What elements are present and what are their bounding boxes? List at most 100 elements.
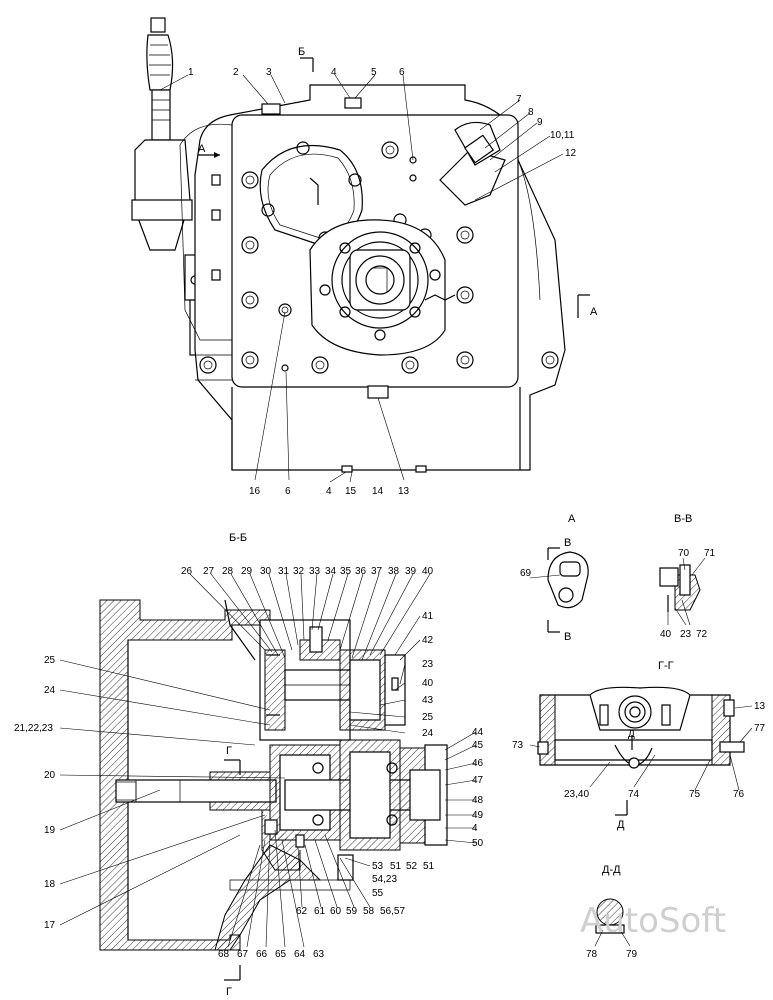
svg-text:39: 39	[405, 566, 417, 577]
svg-text:67: 67	[237, 949, 249, 960]
svg-text:48: 48	[472, 795, 484, 806]
svg-text:17: 17	[44, 920, 56, 931]
svg-text:20: 20	[44, 770, 56, 781]
svg-text:40: 40	[660, 629, 672, 640]
svg-text:55: 55	[372, 888, 384, 899]
section-mark-a-right: А	[577, 294, 598, 318]
svg-text:59: 59	[346, 906, 358, 917]
svg-text:Г: Г	[226, 986, 232, 998]
svg-text:6: 6	[285, 486, 291, 497]
svg-text:Б: Б	[298, 46, 305, 58]
leaders-top	[159, 74, 564, 483]
section-gg-title: Г-Г	[658, 660, 674, 672]
svg-text:46: 46	[472, 758, 484, 769]
svg-text:64: 64	[294, 949, 306, 960]
svg-text:Д: Д	[617, 819, 625, 831]
inspection-cover	[259, 144, 363, 246]
svg-text:33: 33	[309, 566, 321, 577]
svg-text:72: 72	[696, 629, 708, 640]
shift-lever	[131, 17, 206, 356]
bell-housing	[99, 599, 271, 951]
section-mark-b: Б	[298, 46, 314, 72]
svg-text:51: 51	[423, 861, 435, 872]
external-view: Б А А	[131, 17, 598, 497]
svg-text:23: 23	[680, 629, 692, 640]
cover-bolts	[199, 141, 559, 374]
svg-text:19: 19	[44, 825, 56, 836]
svg-text:68: 68	[218, 949, 230, 960]
svg-text:8: 8	[528, 107, 534, 118]
callouts-top: 1 2 3 4 5 6 7 8 9 10,11 12 16 6 4 15 14 …	[188, 67, 577, 497]
svg-text:53: 53	[372, 861, 384, 872]
svg-text:13: 13	[398, 486, 410, 497]
svg-text:38: 38	[388, 566, 400, 577]
svg-text:15: 15	[345, 486, 357, 497]
svg-text:1: 1	[188, 67, 194, 78]
callouts-bb: 26 27 28 29 30 31 32 33 34 35 36 37 38 3…	[14, 566, 484, 960]
svg-text:30: 30	[260, 566, 272, 577]
svg-text:18: 18	[44, 879, 56, 890]
svg-text:37: 37	[371, 566, 383, 577]
section-vv-title: В-В	[674, 513, 692, 525]
sensor-fitting	[439, 121, 506, 206]
svg-text:51: 51	[390, 861, 402, 872]
svg-text:4: 4	[326, 486, 332, 497]
section-vv: В-В 70 71 40 23 72	[659, 513, 716, 640]
svg-text:31: 31	[278, 566, 290, 577]
svg-text:66: 66	[256, 949, 268, 960]
section-bb: Б-Б	[14, 532, 484, 998]
svg-text:78: 78	[586, 949, 598, 960]
svg-text:69: 69	[520, 568, 532, 579]
svg-text:4: 4	[331, 67, 337, 78]
output-flange	[309, 219, 456, 356]
svg-text:24: 24	[422, 728, 434, 739]
svg-text:12: 12	[565, 148, 577, 159]
svg-text:49: 49	[472, 810, 484, 821]
section-mark-g: Г Г	[224, 745, 241, 998]
svg-text:35: 35	[340, 566, 352, 577]
svg-text:7: 7	[516, 94, 522, 105]
section-dd: Д-Д 78 79	[586, 864, 638, 960]
svg-text:58: 58	[363, 906, 375, 917]
svg-text:41: 41	[422, 611, 434, 622]
svg-text:А: А	[590, 306, 598, 318]
svg-text:79: 79	[626, 949, 638, 960]
svg-text:13: 13	[754, 701, 766, 712]
svg-text:42: 42	[422, 635, 434, 646]
svg-text:75: 75	[689, 789, 701, 800]
svg-text:25: 25	[44, 655, 56, 666]
svg-text:60: 60	[330, 906, 342, 917]
svg-text:25: 25	[422, 712, 434, 723]
svg-text:23: 23	[422, 659, 434, 670]
svg-text:9: 9	[537, 117, 543, 128]
svg-text:Г: Г	[226, 745, 232, 757]
svg-text:44: 44	[472, 727, 484, 738]
svg-text:74: 74	[628, 789, 640, 800]
svg-text:А: А	[198, 143, 206, 155]
svg-text:34: 34	[325, 566, 337, 577]
svg-text:28: 28	[222, 566, 234, 577]
svg-text:62: 62	[296, 906, 308, 917]
svg-text:40: 40	[422, 566, 434, 577]
svg-text:4: 4	[472, 823, 478, 834]
svg-text:63: 63	[313, 949, 325, 960]
svg-text:70: 70	[678, 548, 690, 559]
watermark: AutoSoft	[580, 901, 726, 941]
svg-text:2: 2	[233, 67, 239, 78]
svg-text:14: 14	[372, 486, 384, 497]
svg-text:77: 77	[754, 723, 766, 734]
svg-text:76: 76	[733, 789, 745, 800]
svg-text:43: 43	[422, 695, 434, 706]
svg-text:В: В	[564, 631, 571, 643]
svg-text:45: 45	[472, 740, 484, 751]
svg-text:65: 65	[275, 949, 287, 960]
svg-text:16: 16	[249, 486, 261, 497]
section-dd-title: Д-Д	[602, 864, 621, 876]
svg-text:29: 29	[241, 566, 253, 577]
svg-text:40: 40	[422, 678, 434, 689]
svg-text:54,23: 54,23	[372, 874, 397, 885]
svg-text:Д: Д	[628, 729, 635, 740]
svg-text:73: 73	[512, 740, 524, 751]
svg-text:26: 26	[181, 566, 193, 577]
